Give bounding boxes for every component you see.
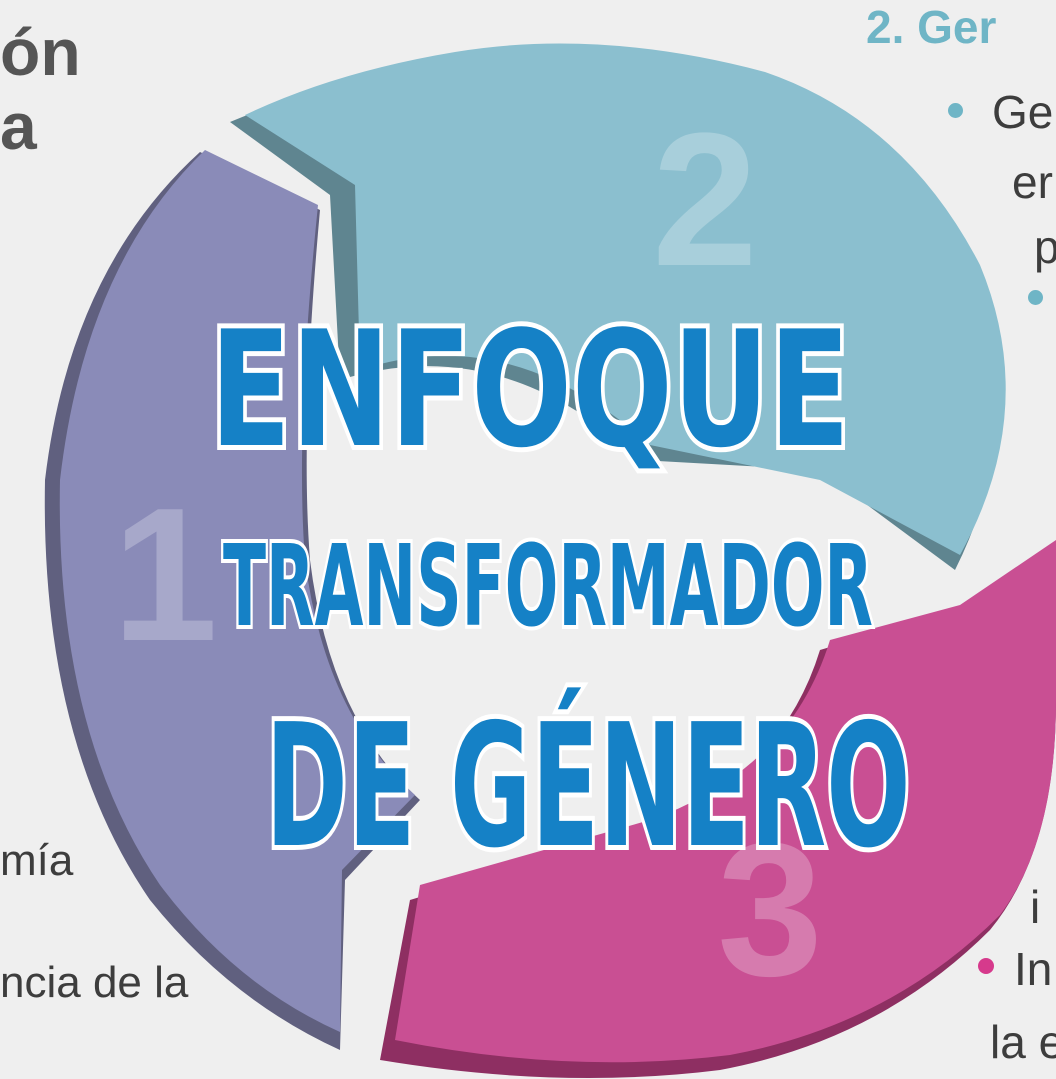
right-text-i: i <box>1030 881 1041 933</box>
left-text-line1: mía <box>0 836 74 885</box>
bullet-dot-magenta <box>978 958 994 974</box>
left-heading-line1: ón <box>0 15 81 89</box>
left-text-line2: ncia de la <box>0 958 189 1007</box>
right-heading: 2. Ger <box>866 1 997 53</box>
segment-number-3: 3 <box>717 804 823 1016</box>
segment-number-1: 1 <box>112 469 218 681</box>
cycle-segment-2 <box>245 43 1006 555</box>
right-bullet1-line2: er <box>1012 156 1053 208</box>
title-line-enfoque: ENFOQUE <box>210 296 850 483</box>
right-bullet1-line3: p <box>1034 221 1056 273</box>
cycle-segment-3 <box>395 540 1056 1063</box>
title-line-de-genero: DE GÉNERO <box>266 687 911 886</box>
bullet-dot-teal-2 <box>1028 290 1043 305</box>
right-bullet3-line1: In <box>1014 943 1053 995</box>
left-heading-line2: a <box>0 89 37 163</box>
right-bullet3-line2: la e <box>990 1016 1056 1068</box>
cycle-segment-1 <box>59 150 415 1032</box>
title-line-transformador: TRANSFORMADOR <box>223 522 873 652</box>
bullet-dot-teal-1 <box>948 103 963 118</box>
right-bullet1-line1: Ge <box>992 86 1054 138</box>
segment-number-2: 2 <box>652 94 758 306</box>
